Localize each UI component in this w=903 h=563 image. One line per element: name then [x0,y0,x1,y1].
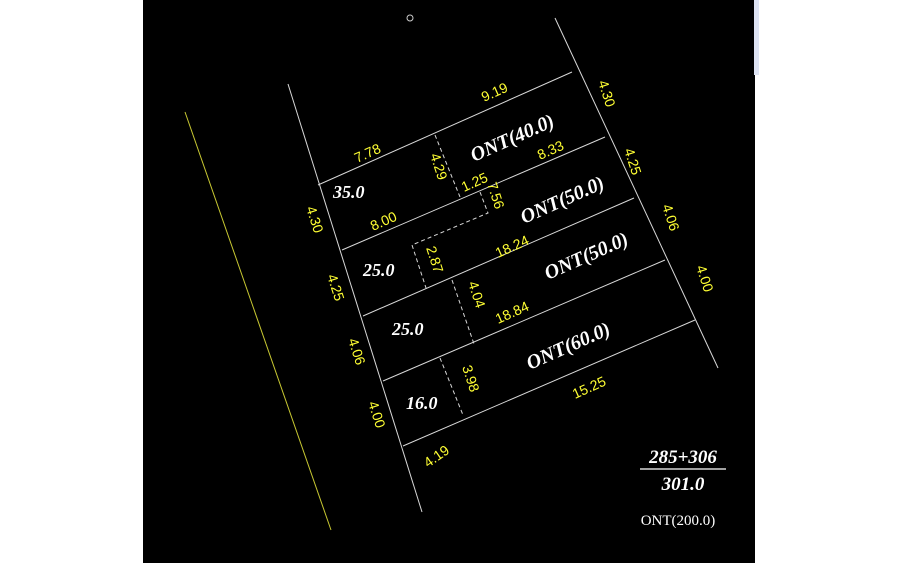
right-boundary [554,17,719,369]
parcel-1-edge: 8.33 [535,137,567,163]
parcel-2-edge: 18.24 [493,232,532,261]
dim-right-1: 4.30 [595,78,619,109]
parcel-3-edge: 18.84 [493,298,532,327]
dim-left-1: 4.30 [303,204,327,235]
parcel-2-divider: 7.56 [484,180,508,211]
parcel-1-area: 35.0 [332,182,365,202]
parcel-3-label: ONT(50.0) [541,228,632,284]
parcel-4-divider: 3.98 [459,363,483,394]
dim-left-2: 4.25 [324,272,348,303]
dashed-divider-4 [439,357,464,416]
road-line [184,111,332,531]
parcel-2-label: ONT(50.0) [517,172,608,228]
left-boundary [287,83,423,513]
dim-top-right: 9.19 [479,79,511,105]
dim-left-3: 4.06 [345,336,369,367]
parcel-1-inner-top: 1.25 [459,169,491,195]
parcel-4-label: ONT(60.0) [523,318,614,374]
parcel-3-area: 25.0 [391,319,424,339]
lot-line-5 [402,319,696,447]
dashed-divider-2 [411,191,489,292]
dim-bottom: 4.19 [421,442,453,471]
parcel-2-area: 25.0 [362,260,395,280]
parcel-1-bottom: 8.00 [368,208,400,234]
parcel-4-edge: 15.25 [570,373,609,402]
parcel-1-divider: 4.29 [427,151,451,182]
lot-line-4 [382,259,666,382]
parcel-4-area: 16.0 [406,393,438,413]
origin-marker-icon [406,14,414,22]
summary-numerator: 285+306 [648,447,717,468]
dim-right-2: 4.25 [621,146,645,177]
lot-line-1 [317,71,573,186]
dim-right-4: 4.00 [693,263,717,294]
dim-top-left: 7.78 [352,140,384,166]
dim-left-4: 4.00 [365,399,389,430]
lot-line-2 [341,136,606,251]
parcel-2-divider-2: 2.87 [423,244,447,275]
summary-total: ONT(200.0) [641,513,716,529]
parcel-3-divider: 4.04 [465,279,489,310]
lot-line-3 [362,197,635,317]
dashed-divider-3 [451,279,475,345]
summary-denominator: 301.0 [661,474,705,495]
dim-right-3: 4.06 [659,202,683,233]
scrollbar[interactable] [754,0,759,75]
